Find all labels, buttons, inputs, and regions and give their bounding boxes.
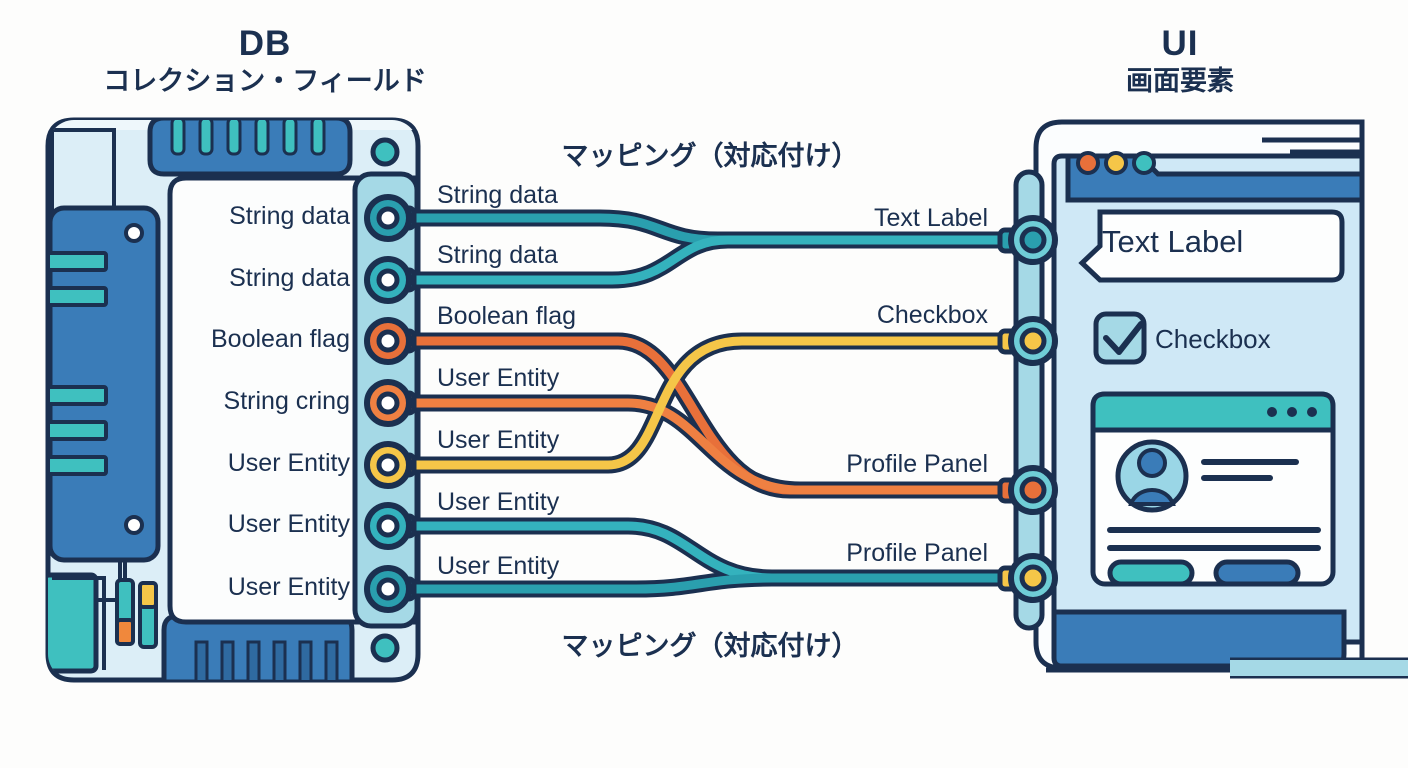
ui-header: UI 画面要素	[1035, 24, 1325, 99]
db-field-label: String data	[229, 264, 350, 292]
db-server-chip	[48, 205, 161, 563]
avatar-icon	[1115, 439, 1189, 513]
db-header: DB コレクション・フィールド	[25, 24, 505, 99]
db-field-label: Boolean flag	[210, 325, 350, 353]
db-top-comb	[147, 120, 353, 177]
db-field-label: User Entity	[227, 510, 350, 538]
ui-mock-text-label: Text Label	[1102, 224, 1244, 259]
db-port[interactable]	[364, 565, 417, 613]
profile-button-secondary	[1213, 559, 1301, 587]
ui-target-label: Checkbox	[876, 301, 988, 329]
db-port[interactable]	[364, 194, 417, 242]
profile-text-lines	[1107, 459, 1321, 551]
profile-button-primary	[1107, 559, 1195, 587]
ui-port[interactable]	[997, 553, 1058, 603]
db-field-label: User Entity	[227, 573, 350, 601]
traffic-light-close	[1076, 151, 1100, 175]
profile-dot	[1267, 407, 1277, 417]
wire-label: User Entity	[437, 426, 560, 454]
caption-mapping-top: マッピング（対応付け）	[561, 141, 859, 171]
wire-colors	[384, 213, 1025, 594]
db-title: DB	[238, 24, 292, 63]
db-port[interactable]	[364, 256, 417, 304]
ui-checkbox	[1093, 311, 1147, 365]
db-subtitle: コレクション・フィールド	[103, 65, 427, 96]
ui-target-label: Profile Panel	[846, 539, 988, 567]
db-port[interactable]	[364, 317, 417, 365]
db-port[interactable]	[364, 502, 417, 550]
db-field-label: String data	[229, 202, 350, 230]
ui-title: UI	[1161, 24, 1199, 63]
profile-dot	[1287, 407, 1297, 417]
wire-label: String data	[437, 241, 558, 269]
traffic-light-minimize	[1104, 151, 1128, 175]
db-dot-top	[370, 137, 400, 167]
wire-label: String data	[437, 181, 558, 209]
ui-target-label: Profile Panel	[846, 450, 988, 478]
check-icon	[1103, 321, 1144, 355]
profile-card-header	[1090, 391, 1336, 433]
ui-port[interactable]	[997, 316, 1058, 366]
db-field-label: User Entity	[227, 449, 350, 477]
ui-text-label-box	[1078, 209, 1345, 283]
ui-subtitle: 画面要素	[1126, 65, 1234, 96]
db-circuit-decor	[48, 560, 158, 674]
db-ports	[364, 194, 417, 613]
ui-mock-checkbox-label: Checkbox	[1155, 324, 1271, 354]
db-port[interactable]	[364, 441, 417, 489]
db-field-label: String cring	[223, 387, 350, 415]
db-port[interactable]	[364, 379, 417, 427]
caption-mapping-bottom: マッピング（対応付け）	[561, 631, 859, 661]
db-dot-bottom	[370, 633, 400, 663]
ui-ports	[997, 215, 1058, 603]
ui-target-label: Text Label	[874, 204, 988, 232]
wire-label: User Entity	[437, 488, 560, 516]
wire-label: User Entity	[437, 552, 560, 580]
wire-label: User Entity	[437, 364, 560, 392]
db-field-label-list: String data String data Boolean flag Str…	[150, 0, 350, 768]
ui-profile-card	[1090, 391, 1336, 587]
profile-dot	[1307, 407, 1317, 417]
traffic-light-maximize	[1132, 151, 1156, 175]
wire-label: Boolean flag	[437, 302, 577, 330]
ui-port[interactable]	[997, 215, 1058, 265]
ui-port[interactable]	[997, 465, 1058, 515]
ui-panel	[1013, 119, 1408, 679]
